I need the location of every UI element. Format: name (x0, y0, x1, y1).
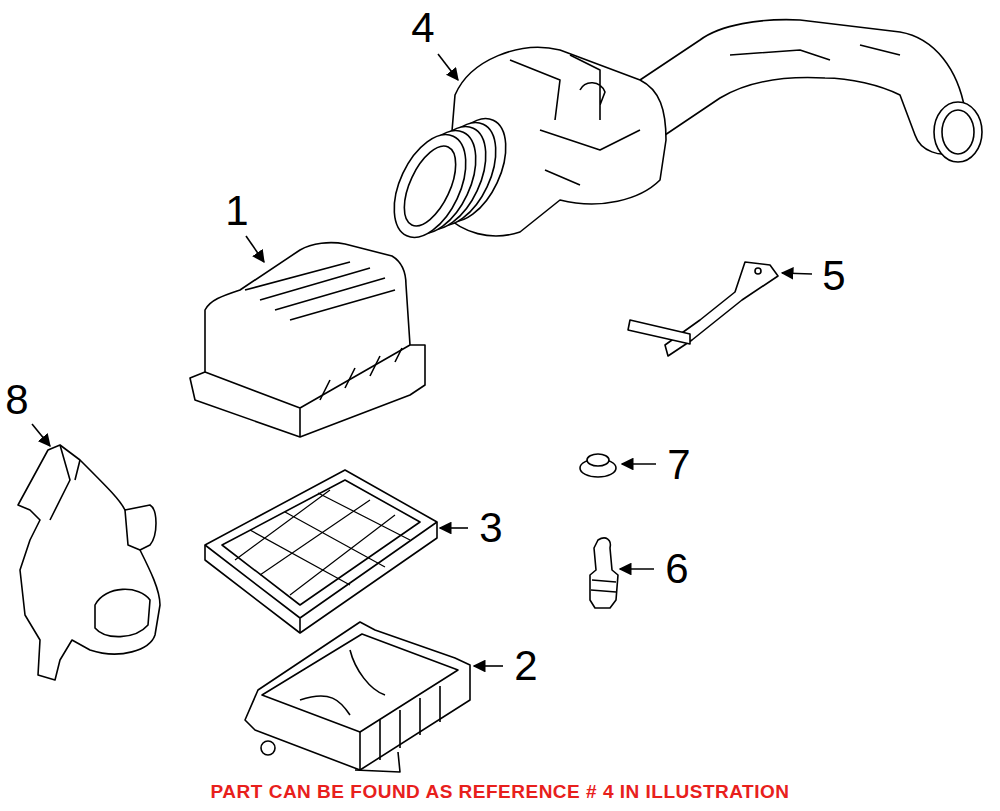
air-box-lid (190, 243, 425, 437)
callout-number: 7 (667, 444, 690, 486)
intake-duct (380, 20, 982, 249)
bracket (628, 262, 778, 356)
callout-number: 2 (514, 645, 537, 687)
callout-number: 4 (411, 7, 434, 49)
air-box-lower (245, 622, 470, 772)
leader-arrows (32, 54, 812, 666)
callout-number: 3 (479, 507, 502, 549)
inlet-duct (18, 445, 160, 680)
grommet (580, 454, 616, 477)
callout-number: 8 (5, 379, 28, 421)
air-filter (205, 470, 437, 633)
mounting-pin (590, 538, 618, 608)
callout-number: 6 (665, 548, 688, 590)
callout-number: 5 (822, 255, 845, 297)
part-note: PART CAN BE FOUND AS REFERENCE # 4 IN IL… (208, 781, 793, 802)
callout-number: 1 (225, 190, 248, 232)
